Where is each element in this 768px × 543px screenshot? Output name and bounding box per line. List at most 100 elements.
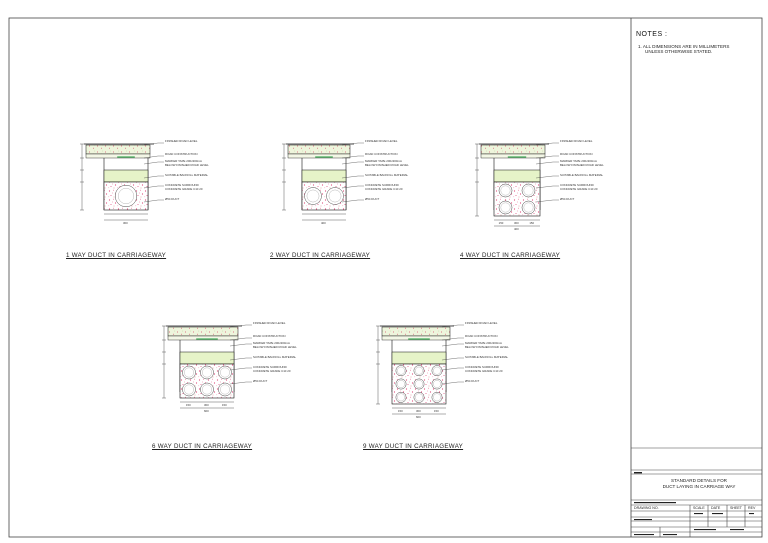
callout-finished-road-level: FINISHED ROAD LEVEL: [465, 321, 498, 325]
callout-leader: [143, 142, 159, 146]
dimension-column-width: 150: [498, 220, 504, 225]
callout-leader: [441, 367, 459, 371]
callout-leader: [441, 324, 459, 328]
duct-inner: [433, 380, 441, 388]
dimension-column-width: 150: [529, 220, 534, 225]
duct-inner: [118, 188, 134, 204]
callout-marker-tape-2: BELOW FINISHED ROAD LEVEL: [560, 162, 604, 167]
dimension-column-width: 150: [434, 408, 439, 413]
sheet-label: SHEET: [730, 506, 742, 510]
road-sub-layer: [381, 335, 451, 341]
duct-inner: [184, 367, 194, 378]
callout-concrete-grade: CONCRETE GRADE C10 20: [465, 368, 503, 373]
detail-title: 9 WAY DUCT IN CARRIAGEWAY: [363, 443, 464, 450]
callout-concrete-surround: CONCRETE SURROUND: [465, 365, 499, 369]
duct-inner: [220, 367, 230, 378]
title-block: [631, 447, 762, 537]
callout-leader: [341, 161, 359, 165]
dimension-column-width: 150: [398, 408, 403, 413]
dimension-column-width: 150: [222, 402, 227, 407]
callout-concrete-grade: CONCRETE GRADE C10 20: [560, 186, 598, 191]
callout-leader: [535, 175, 554, 179]
callout-duct: Ø54 DUCT: [165, 197, 180, 201]
road-sub-layer: [287, 153, 351, 159]
road-construction-layer: [480, 144, 546, 155]
duct-circle: [431, 391, 443, 403]
callout-leader: [535, 185, 554, 189]
duct-circle: [114, 184, 138, 208]
callout-leader: [535, 199, 554, 203]
callout-leader: [143, 199, 159, 203]
duct-circle: [413, 378, 425, 390]
dimension-column-width: 300: [204, 402, 209, 407]
callout-road-construction: ROAD CONSTRUCTION: [165, 152, 198, 156]
callout-leader: [143, 185, 159, 189]
dimension-overall-width: 600: [416, 414, 421, 419]
callout-marker-tape: MARKER TAPE 200x300mm: [165, 159, 203, 163]
callout-concrete-surround: CONCRETE SURROUND: [253, 365, 287, 369]
duct-circle: [395, 378, 407, 390]
rev-label: REV: [748, 506, 756, 510]
callout-finished-road-level: FINISHED ROAD LEVEL: [253, 321, 286, 325]
duct-inner: [415, 380, 423, 388]
callout-leader: [535, 142, 554, 146]
duct-details: [80, 142, 559, 415]
duct-circle: [413, 391, 425, 403]
backfill-layer: [493, 169, 541, 183]
callout-leader: [441, 357, 459, 361]
callout-leader: [341, 175, 359, 179]
duct-circle: [304, 187, 322, 205]
duct-inner: [415, 366, 423, 375]
duct-inner: [500, 185, 511, 196]
callout-concrete-surround: CONCRETE SURROUND: [165, 183, 199, 187]
callout-leader: [229, 337, 247, 341]
road-construction-layer: [381, 326, 451, 337]
callout-duct: Ø54 DUCT: [253, 379, 268, 383]
callout-leader: [341, 199, 359, 203]
duct-circle: [413, 365, 425, 377]
detail-title: 2 WAY DUCT IN CARRIAGEWAY: [270, 252, 371, 259]
callout-marker-tape: MARKER TAPE 200x300mm: [465, 341, 503, 345]
callout-suitable-backfill: SUITABLE BACKFILL MATERIAL: [365, 173, 409, 177]
road-construction-layer: [85, 144, 151, 155]
callout-road-construction: ROAD CONSTRUCTION: [365, 152, 398, 156]
backfill-layer: [179, 351, 235, 365]
callout-leader: [229, 367, 247, 371]
dimension-column-width: 300: [514, 220, 519, 225]
duct-inner: [202, 384, 212, 395]
title-line-1: STANDARD DETAILS FOR: [671, 478, 727, 483]
duct-inner: [500, 202, 511, 213]
road-construction-layer: [167, 326, 239, 337]
callout-concrete-grade: CONCRETE GRADE C10 20: [253, 368, 291, 373]
callout-duct: Ø54 DUCT: [365, 197, 380, 201]
duct-inner: [415, 393, 423, 402]
dimension-column-width: 300: [416, 408, 421, 413]
duct-inner: [523, 185, 534, 196]
date-label: DATE: [711, 506, 721, 510]
callout-leader: [341, 185, 359, 189]
duct-inner: [433, 393, 441, 402]
callout-finished-road-level: FINISHED ROAD LEVEL: [365, 139, 398, 143]
duct-inner: [184, 384, 194, 395]
callout-suitable-backfill: SUITABLE BACKFILL MATERIAL: [560, 173, 604, 177]
duct-circle: [395, 391, 407, 403]
callout-leader: [143, 161, 159, 165]
callout-leader: [441, 381, 459, 385]
notes-line-1: 1. ALL DIMENSIONS ARE IN MILLIMETERS: [638, 44, 730, 49]
duct-inner: [523, 202, 534, 213]
backfill-layer: [103, 169, 149, 183]
dimension-overall-width: 400: [321, 220, 326, 225]
drawing-no-label: DRAWING NO.: [634, 506, 659, 510]
callout-concrete-surround: CONCRETE SURROUND: [560, 183, 594, 187]
callout-leader: [229, 343, 247, 347]
callout-leader: [143, 155, 159, 159]
road-sub-layer: [480, 153, 546, 159]
backfill-layer: [301, 169, 347, 183]
callout-marker-tape-2: BELOW FINISHED ROAD LEVEL: [253, 344, 297, 349]
duct-inner: [328, 189, 342, 203]
callout-leader: [441, 337, 459, 341]
duct-inner: [397, 380, 405, 388]
sheet-border: [8, 17, 763, 538]
callout-concrete-surround: CONCRETE SURROUND: [365, 183, 399, 187]
